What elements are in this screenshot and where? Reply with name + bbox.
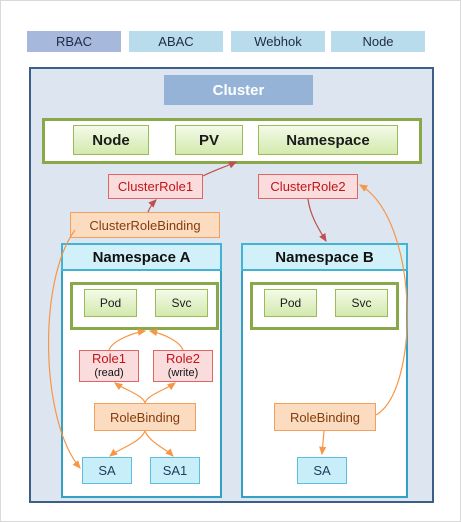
namespace-b-pod: Pod — [264, 289, 317, 317]
cluster-role-1: ClusterRole1 — [108, 174, 203, 199]
namespace-b-sa: SA — [297, 457, 347, 484]
cluster-role-binding: ClusterRoleBinding — [70, 212, 220, 238]
tab-webhook[interactable]: Webhok — [231, 31, 325, 52]
role2-mode: (write) — [167, 367, 199, 379]
namespace-a-role2: Role2 (write) — [153, 350, 213, 382]
role1-mode: (read) — [94, 367, 124, 379]
tab-node[interactable]: Node — [331, 31, 425, 52]
namespace-a-sa: SA — [82, 457, 132, 484]
role1-name: Role1 — [92, 351, 126, 366]
namespace-a-role1: Role1 (read) — [79, 350, 139, 382]
namespace-b-svc: Svc — [335, 289, 388, 317]
namespace-b-title: Namespace B — [241, 243, 408, 271]
tab-rbac[interactable]: RBAC — [27, 31, 121, 52]
namespace-a-svc: Svc — [155, 289, 208, 317]
namespace-b-role-binding: RoleBinding — [274, 403, 376, 431]
namespace-a-title: Namespace A — [61, 243, 222, 271]
namespace-a-sa1: SA1 — [150, 457, 200, 484]
resource-node: Node — [73, 125, 149, 155]
namespace-a-pod: Pod — [84, 289, 137, 317]
namespace-a-role-binding: RoleBinding — [94, 403, 196, 431]
cluster-role-2: ClusterRole2 — [258, 174, 358, 199]
resource-pv: PV — [175, 125, 243, 155]
role2-name: Role2 — [166, 351, 200, 366]
cluster-title: Cluster — [164, 75, 313, 105]
resource-namespace: Namespace — [258, 125, 398, 155]
tab-abac[interactable]: ABAC — [129, 31, 223, 52]
